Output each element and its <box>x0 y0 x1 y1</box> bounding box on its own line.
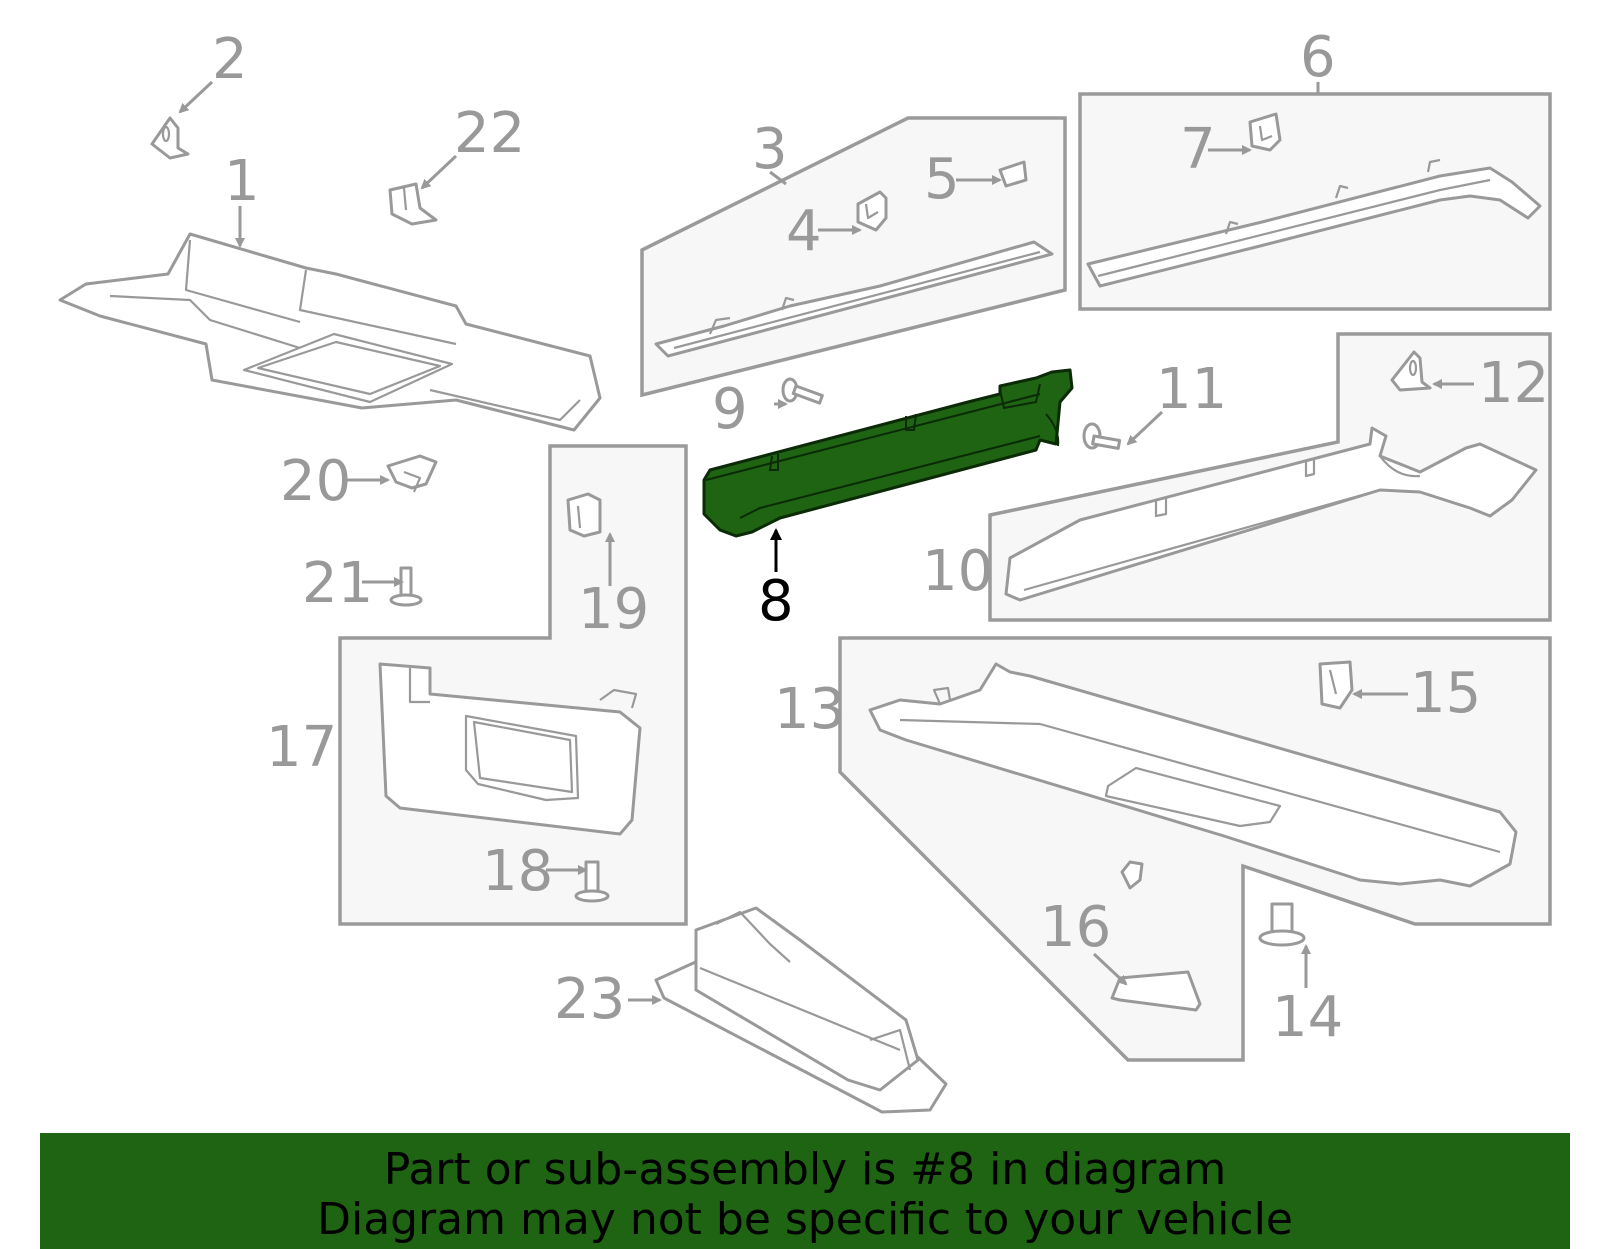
callout-9: 9 <box>712 377 748 442</box>
callout-20: 20 <box>280 449 351 514</box>
callout-17: 17 <box>266 715 337 780</box>
part-2-clip <box>150 116 190 160</box>
callout-21: 21 <box>302 551 373 616</box>
part-11-screw <box>1082 422 1122 450</box>
callout-22: 22 <box>454 101 525 166</box>
callout-19: 19 <box>578 577 649 642</box>
part-14-pin <box>1258 902 1306 947</box>
part-4-clip <box>856 190 888 232</box>
callout-23: 23 <box>554 967 625 1032</box>
callout-1: 1 <box>224 149 260 214</box>
callout-13: 13 <box>774 677 845 742</box>
part-15-clip <box>1318 660 1354 710</box>
part-18-screw <box>574 860 610 903</box>
callout-15: 15 <box>1410 661 1481 726</box>
callout-5: 5 <box>924 147 960 212</box>
part-6-rail <box>1086 158 1542 288</box>
part-1-headliner <box>58 232 602 432</box>
part-7-clip <box>1248 112 1282 152</box>
part-3-trim-strip <box>654 240 1054 358</box>
callout-11: 11 <box>1156 357 1227 422</box>
info-banner: Part or sub-assembly is #8 in diagram Di… <box>40 1133 1570 1249</box>
banner-line-2: Diagram may not be specific to your vehi… <box>317 1194 1293 1245</box>
part-22-clip <box>388 182 438 226</box>
callout-4: 4 <box>786 199 822 264</box>
callout-8: 8 <box>758 569 794 634</box>
callout-6: 6 <box>1300 25 1336 90</box>
callout-12: 12 <box>1478 351 1549 416</box>
callout-16: 16 <box>1040 895 1111 960</box>
leader-lines <box>178 80 1474 1005</box>
part-9-screw <box>781 377 824 405</box>
part-12-clip <box>1390 350 1432 392</box>
callout-10: 10 <box>922 539 993 604</box>
part-20-clip <box>386 454 438 493</box>
callout-7: 7 <box>1180 117 1216 182</box>
banner-line-1: Part or sub-assembly is #8 in diagram <box>383 1144 1227 1195</box>
callout-14: 14 <box>1272 985 1343 1050</box>
part-10-trim <box>1004 426 1538 602</box>
part-13-trim <box>868 662 1518 888</box>
group-box-6 <box>1078 92 1552 311</box>
part-17-sun-visor <box>378 662 642 836</box>
callout-18: 18 <box>482 839 553 904</box>
callout-2: 2 <box>212 27 248 92</box>
callout-3: 3 <box>752 117 788 182</box>
part-19-clip <box>566 492 602 538</box>
part-8-highlighted-trim <box>702 368 1074 538</box>
part-21-screw <box>389 566 423 607</box>
part-23-console <box>654 906 948 1114</box>
part-5-clip <box>998 160 1028 188</box>
